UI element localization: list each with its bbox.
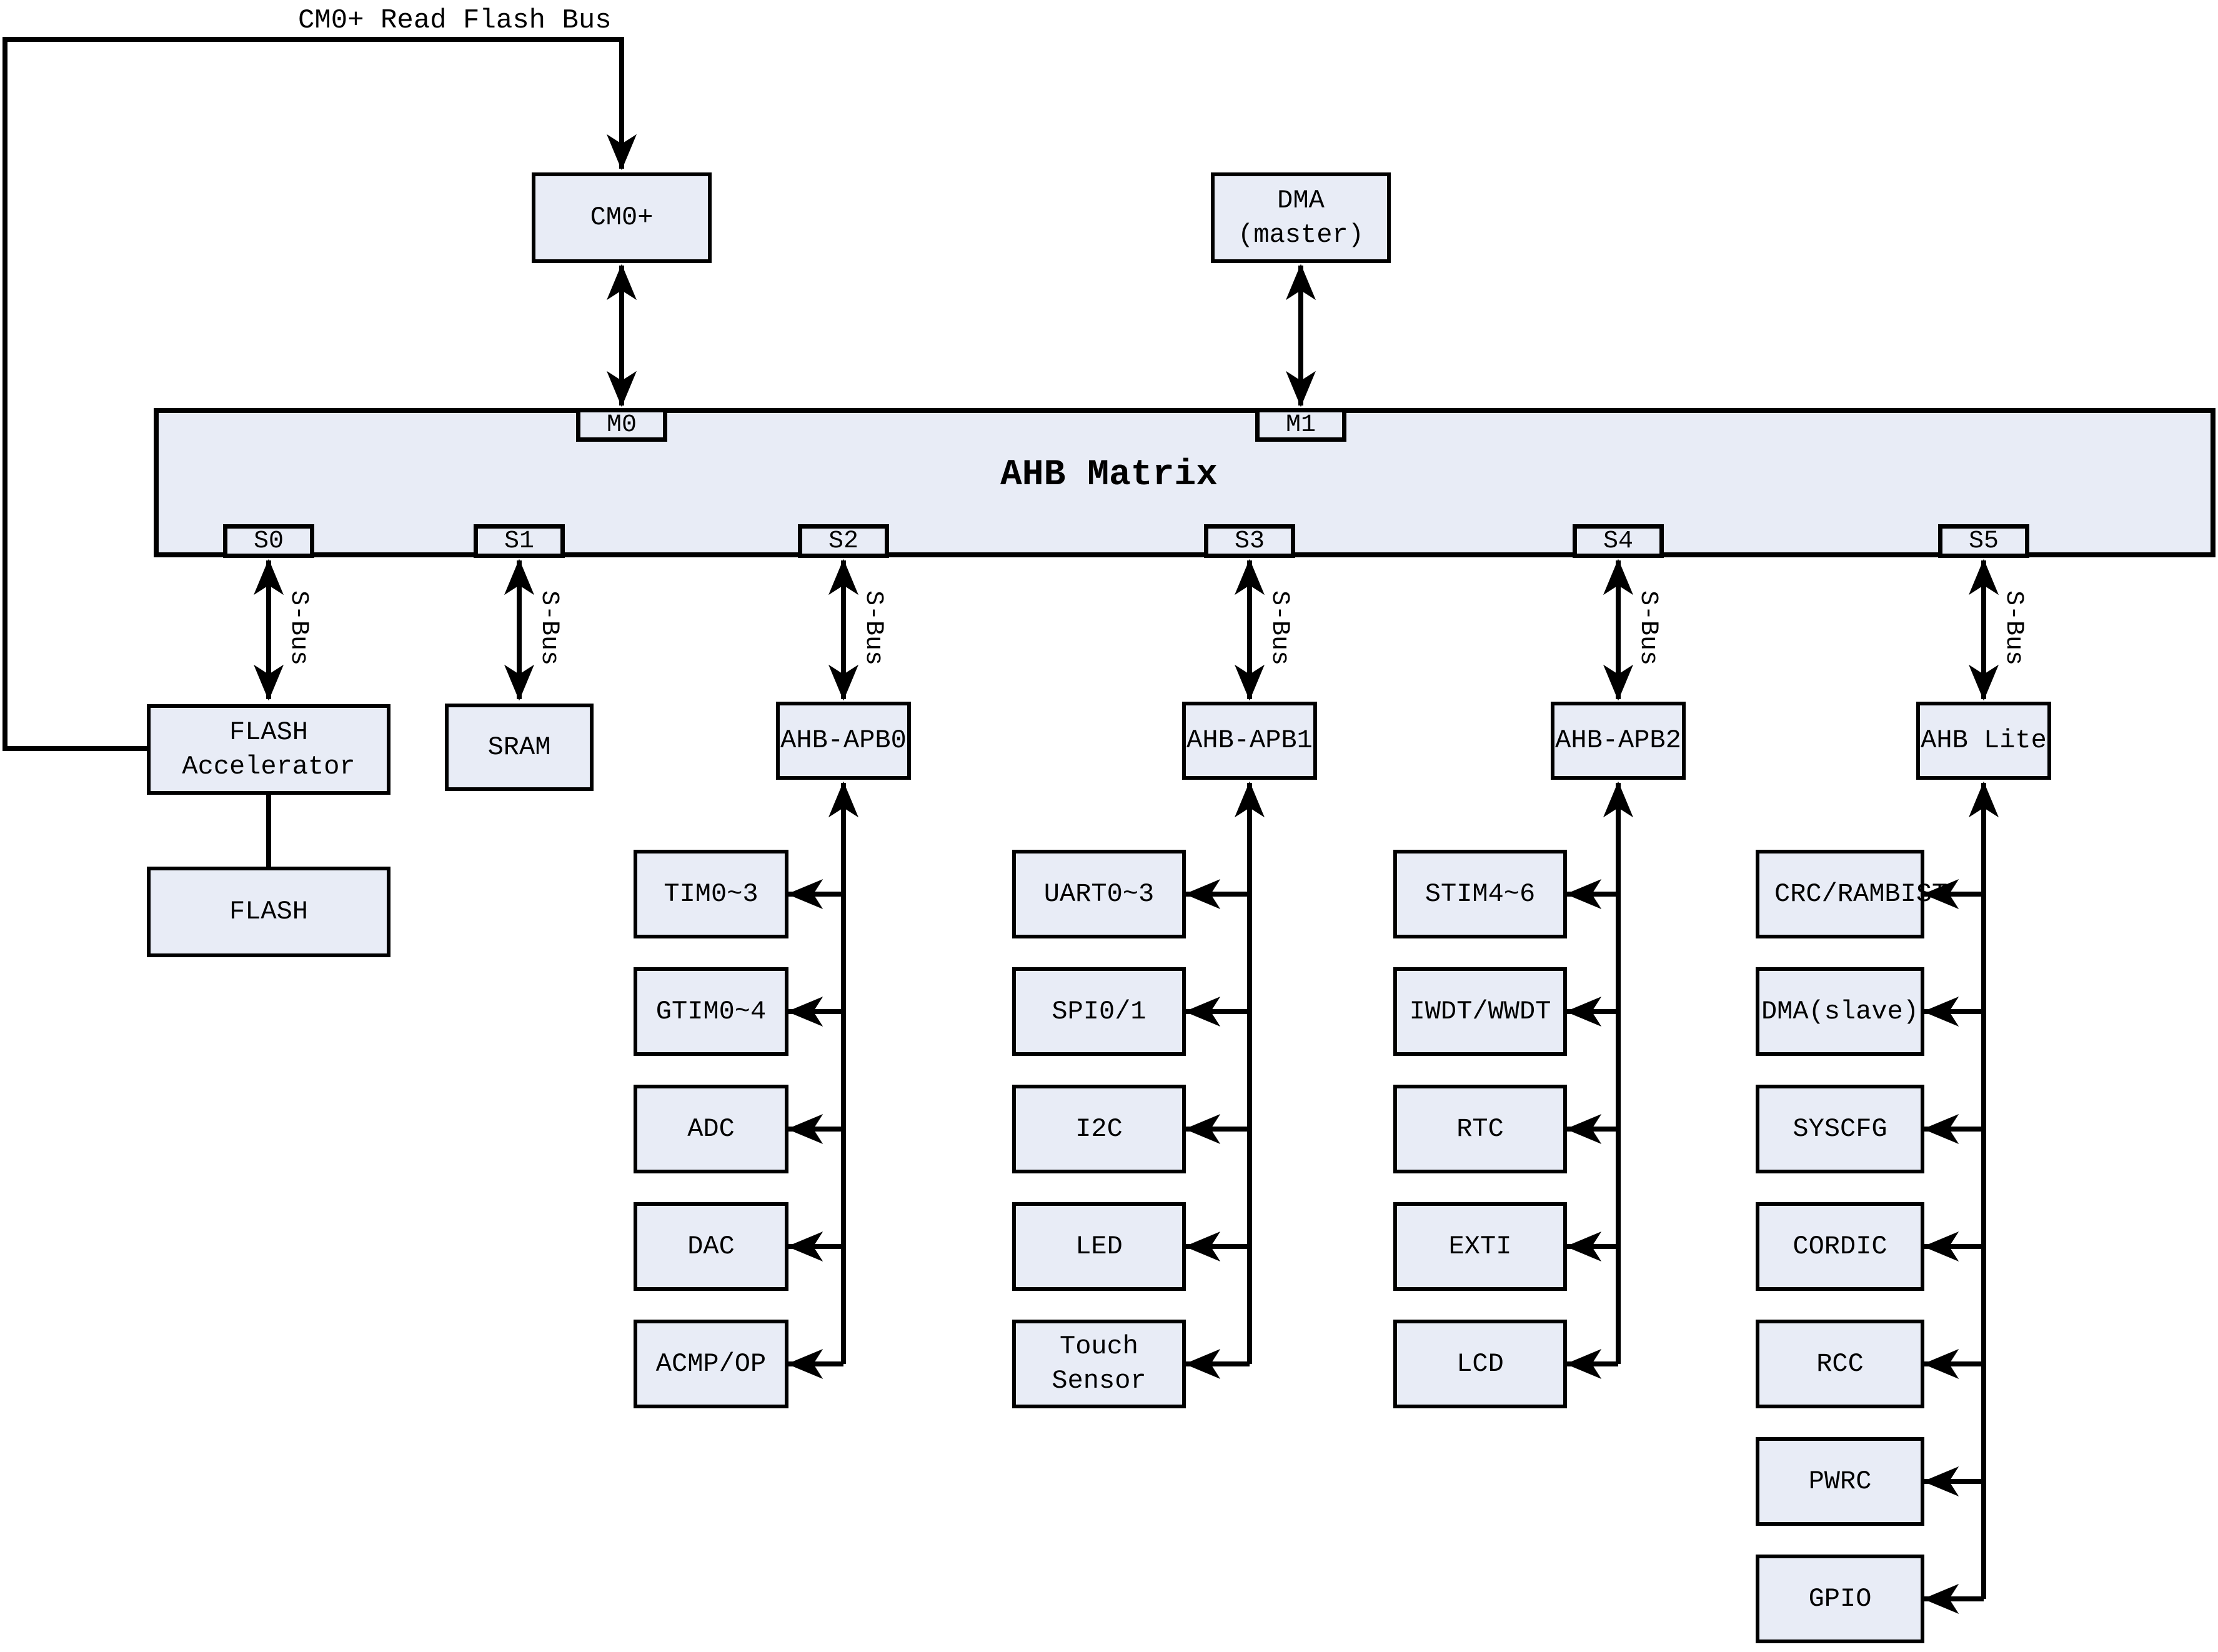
ahb-apb2-label: AHB-APB2 bbox=[1555, 725, 1681, 756]
iwdt-wwdt-label: IWDT/WWDT bbox=[1409, 996, 1551, 1027]
pwrc-label: PWRC bbox=[1808, 1466, 1872, 1496]
port-m1-label: M1 bbox=[1285, 411, 1316, 439]
flash-accelerator-box: FLASH Accelerator bbox=[147, 704, 390, 795]
peripheral-box-syscfg: SYSCFG bbox=[1756, 1085, 1924, 1173]
port-s4-label: S4 bbox=[1603, 527, 1633, 555]
ahb-lite-label: AHB Lite bbox=[1921, 725, 2047, 756]
cm0-read-flash-bus-wire bbox=[2, 37, 637, 751]
port-s3-label: S3 bbox=[1234, 527, 1265, 555]
matrix-port-s0: S0 bbox=[223, 524, 314, 558]
peripheral-box-crc-rambist: CRC/RAMBIST bbox=[1756, 850, 1948, 938]
sram-box: SRAM bbox=[445, 704, 594, 791]
flash-label: FLASH bbox=[229, 897, 309, 927]
peripheral-box-adc: ADC bbox=[634, 1085, 788, 1173]
ahb-matrix-title: AHB Matrix bbox=[1000, 455, 1218, 495]
crc-rambist-label: CRC/RAMBIST bbox=[1774, 878, 1948, 909]
peripheral-box-dma-slave: DMA(slave) bbox=[1756, 967, 1924, 1056]
gtim-label: GTIM0~4 bbox=[655, 996, 767, 1027]
exti-label: EXTI bbox=[1448, 1231, 1512, 1261]
sbus-label-s3: S-Bus bbox=[1265, 590, 1293, 666]
ahb-apb2-bridge-box: AHB-APB2 bbox=[1551, 702, 1686, 780]
rtc-label: RTC bbox=[1456, 1113, 1504, 1144]
matrix-port-m0: M0 bbox=[576, 408, 667, 442]
flash-accelerator-line2: Accelerator bbox=[182, 751, 356, 782]
ahb-apb0-label: AHB-APB0 bbox=[780, 725, 907, 756]
matrix-port-m1: M1 bbox=[1255, 408, 1346, 442]
port-s1-label: S1 bbox=[504, 527, 534, 555]
cordic-label: CORDIC bbox=[1793, 1231, 1887, 1261]
sbus-label-s0: S-Bus bbox=[284, 590, 312, 666]
dma-master-line2: (master) bbox=[1238, 219, 1364, 250]
i2c-label: I2C bbox=[1075, 1113, 1123, 1144]
sbus-label-s5: S-Bus bbox=[1999, 590, 2027, 666]
peripheral-box-rcc: RCC bbox=[1756, 1320, 1924, 1408]
flash-accelerator-label: FLASH Accelerator bbox=[182, 715, 355, 784]
ahb-apb1-bridge-box: AHB-APB1 bbox=[1182, 702, 1317, 780]
matrix-port-s2: S2 bbox=[798, 524, 889, 558]
sbus-label-s4: S-Bus bbox=[1634, 590, 1662, 666]
port-s5-label: S5 bbox=[1968, 527, 1999, 555]
spi-label: SPI0/1 bbox=[1052, 996, 1146, 1027]
cm0-box: CM0+ bbox=[532, 172, 712, 263]
peripheral-box-spi: SPI0/1 bbox=[1012, 967, 1186, 1056]
peripheral-box-gpio: GPIO bbox=[1756, 1555, 1924, 1643]
cm0-read-flash-bus-label: CM0+ Read Flash Bus bbox=[298, 5, 612, 36]
peripheral-box-gtim: GTIM0~4 bbox=[634, 967, 788, 1056]
peripheral-box-led: LED bbox=[1012, 1202, 1186, 1291]
peripheral-box-iwdt-wwdt: IWDT/WWDT bbox=[1393, 967, 1567, 1056]
sbus-label-s2: S-Bus bbox=[859, 590, 887, 666]
dma-master-box: DMA (master) bbox=[1211, 172, 1391, 263]
ahb-apb1-label: AHB-APB1 bbox=[1186, 725, 1313, 756]
led-label: LED bbox=[1075, 1231, 1123, 1261]
dac-label: DAC bbox=[687, 1231, 735, 1261]
peripheral-box-touch-sensor: Touch Sensor bbox=[1012, 1320, 1186, 1408]
stim-label: STIM4~6 bbox=[1425, 878, 1536, 909]
lcd-label: LCD bbox=[1456, 1348, 1504, 1379]
peripheral-box-dac: DAC bbox=[634, 1202, 788, 1291]
peripheral-box-uart: UART0~3 bbox=[1012, 850, 1186, 938]
ahb-apb0-bridge-box: AHB-APB0 bbox=[776, 702, 911, 780]
peripheral-box-cordic: CORDIC bbox=[1756, 1202, 1924, 1291]
peripheral-box-exti: EXTI bbox=[1393, 1202, 1567, 1291]
peripheral-box-rtc: RTC bbox=[1393, 1085, 1567, 1173]
syscfg-label: SYSCFG bbox=[1793, 1113, 1887, 1144]
port-s0-label: S0 bbox=[253, 527, 284, 555]
sbus-label-s1: S-Bus bbox=[535, 590, 563, 666]
flash-box: FLASH bbox=[147, 867, 390, 957]
port-s2-label: S2 bbox=[828, 527, 858, 555]
peripheral-box-pwrc: PWRC bbox=[1756, 1437, 1924, 1526]
peripheral-box-tim: TIM0~3 bbox=[634, 850, 788, 938]
port-m0-label: M0 bbox=[606, 411, 637, 439]
touch-sensor-label: Touch Sensor bbox=[1052, 1331, 1146, 1396]
adc-label: ADC bbox=[687, 1113, 735, 1144]
matrix-port-s5: S5 bbox=[1938, 524, 2029, 558]
peripheral-box-lcd: LCD bbox=[1393, 1320, 1567, 1408]
peripheral-box-stim: STIM4~6 bbox=[1393, 850, 1567, 938]
cm0-label: CM0+ bbox=[590, 202, 654, 233]
ahb-lite-bridge-box: AHB Lite bbox=[1916, 702, 2051, 780]
matrix-port-s3: S3 bbox=[1204, 524, 1295, 558]
dma-master-label: DMA (master) bbox=[1238, 184, 1364, 252]
peripheral-box-i2c: I2C bbox=[1012, 1085, 1186, 1173]
dma-master-line1: DMA bbox=[1277, 185, 1325, 216]
uart-label: UART0~3 bbox=[1043, 878, 1155, 909]
flash-accelerator-line1: FLASH bbox=[229, 717, 309, 747]
acmp-label: ACMP/OP bbox=[655, 1348, 767, 1379]
matrix-port-s1: S1 bbox=[474, 524, 565, 558]
gpio-label: GPIO bbox=[1808, 1583, 1872, 1614]
peripheral-box-acmp: ACMP/OP bbox=[634, 1320, 788, 1408]
matrix-port-s4: S4 bbox=[1573, 524, 1664, 558]
tim-label: TIM0~3 bbox=[664, 878, 758, 909]
rcc-label: RCC bbox=[1816, 1348, 1864, 1379]
sram-label: SRAM bbox=[487, 732, 551, 762]
dma-slave-label: DMA(slave) bbox=[1761, 996, 1919, 1027]
